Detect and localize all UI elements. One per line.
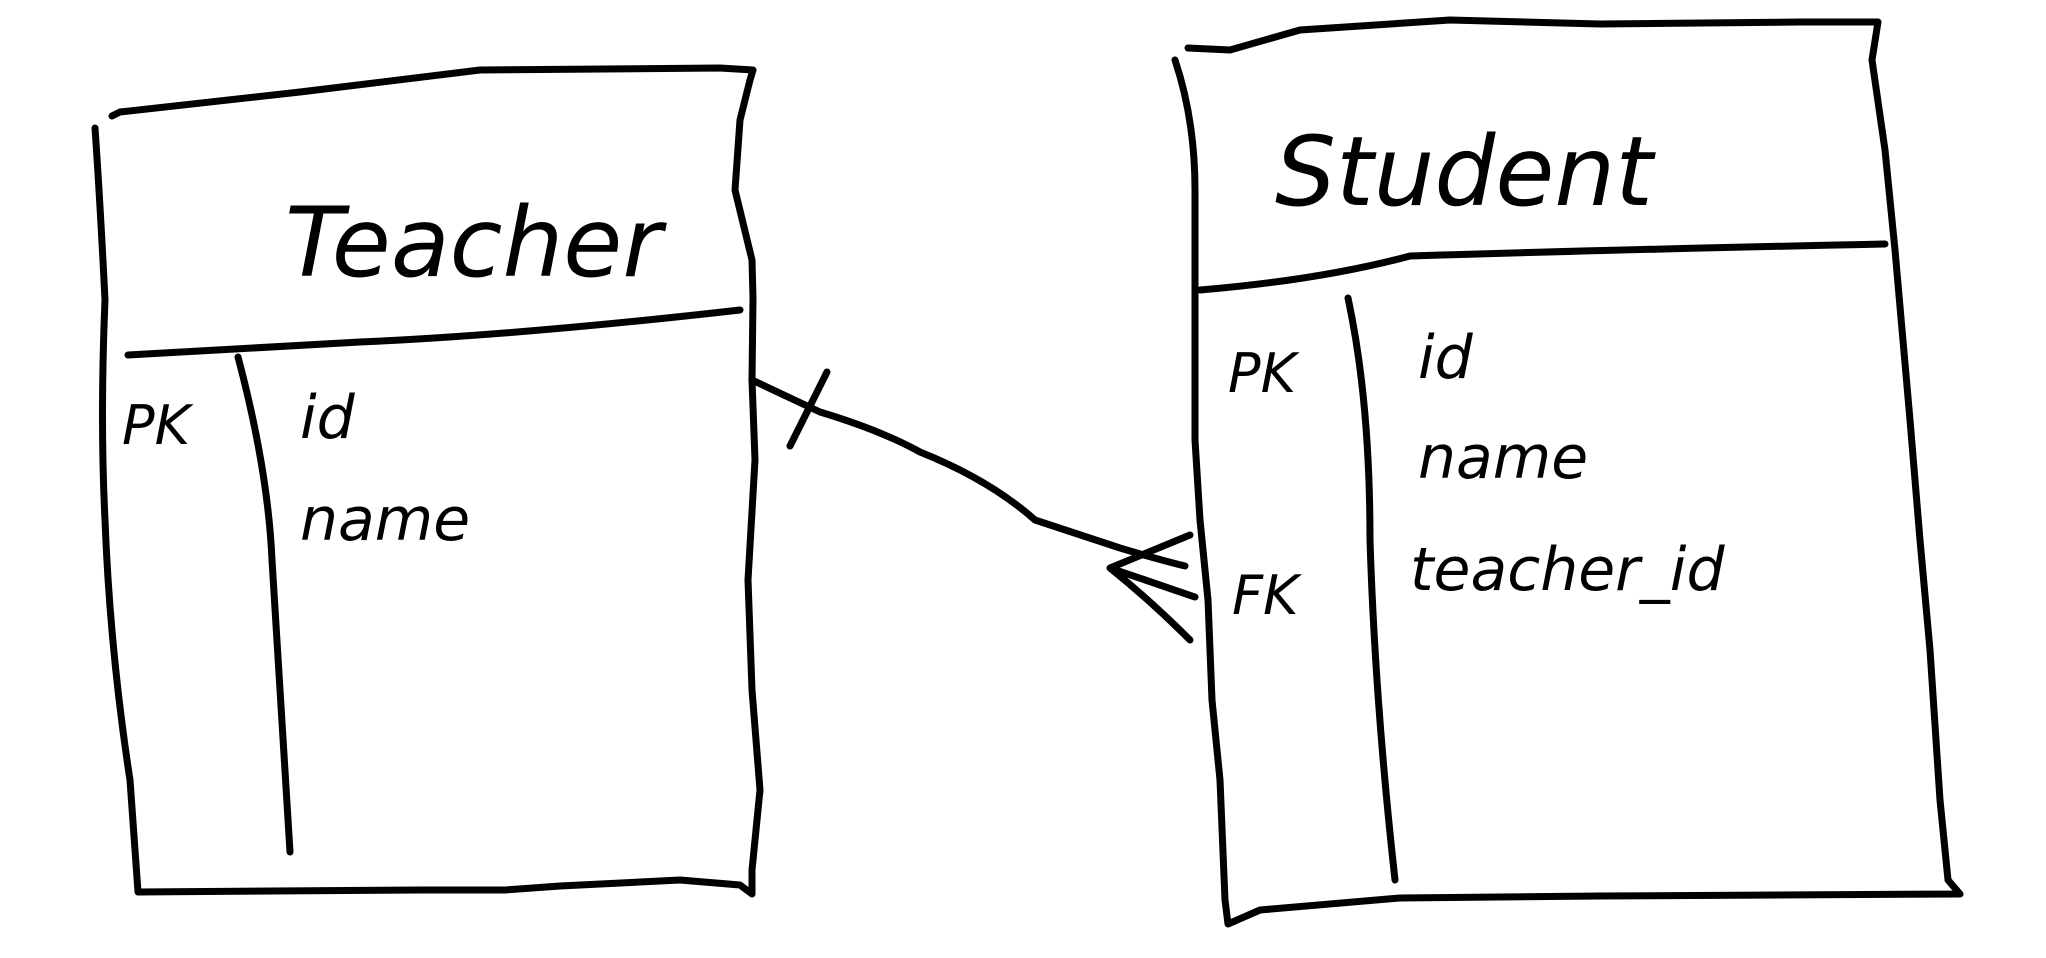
teacher-key-column-divider (234, 353, 294, 856)
teacher-entity: Teacher PK id name (91, 64, 764, 898)
teacher-title: Teacher (285, 187, 667, 299)
student-title: Student (1275, 116, 1656, 228)
teacher-entity-border (91, 64, 764, 898)
student-header-divider (1196, 240, 1889, 294)
many-cardinality-crows-foot (1106, 531, 1199, 644)
teacher-student-relationship (748, 368, 1199, 644)
teacher-field-id: id (300, 383, 356, 453)
one-cardinality-mark (786, 368, 831, 450)
student-field-id: id (1418, 323, 1474, 393)
student-entity: Student PK FK id name teacher_id (1171, 16, 1964, 928)
student-field-name: name (1418, 423, 1588, 493)
student-entity-border (1171, 16, 1964, 928)
student-pk-label: PK (1228, 342, 1300, 405)
teacher-header-divider (124, 306, 744, 359)
student-key-column-divider (1344, 294, 1399, 884)
teacher-field-name: name (300, 485, 470, 555)
relationship-line (748, 376, 1189, 570)
teacher-pk-label: PK (122, 394, 194, 457)
student-fk-label: FK (1232, 564, 1302, 627)
student-field-teacher-id: teacher_id (1410, 535, 1725, 605)
